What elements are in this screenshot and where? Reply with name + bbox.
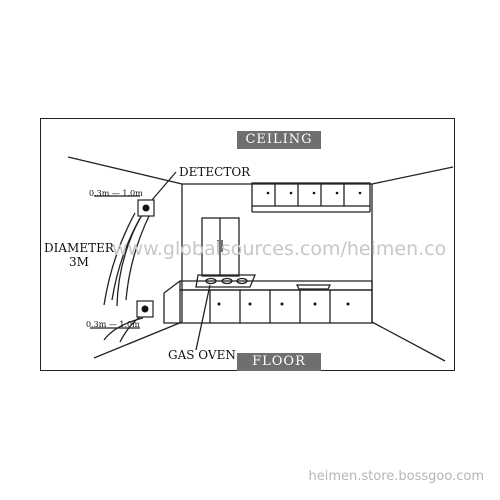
gas-oven-pointer xyxy=(195,284,211,351)
gas-stove-icon xyxy=(195,274,256,288)
detector-pointer xyxy=(151,171,177,201)
floor-line-left xyxy=(93,321,183,359)
ceiling-line-left xyxy=(67,156,183,185)
detector-icon xyxy=(136,300,154,318)
diameter-value: 3M xyxy=(69,255,89,269)
diameter-label: DIAMETER xyxy=(44,241,114,255)
floor-label: FLOOR xyxy=(237,353,321,371)
distance-top-label: 0.3m — 1.0m xyxy=(89,189,143,198)
ceiling-label: CEILING xyxy=(237,131,321,149)
gas-oven-label: GAS OVEN xyxy=(168,348,236,362)
detector-label: DETECTOR xyxy=(179,165,251,179)
floor-line-right xyxy=(371,321,446,362)
distance-bottom-label: 0.3m — 1.0m xyxy=(86,320,140,329)
detector-icon xyxy=(137,199,155,217)
base-cabinets xyxy=(179,289,373,324)
upper-cabinets xyxy=(251,182,371,207)
sink xyxy=(295,284,332,290)
watermark-text: www.globalsources.com/heimen.co xyxy=(112,238,447,260)
footer-url: heimen.store.bossgoo.com xyxy=(308,469,484,484)
